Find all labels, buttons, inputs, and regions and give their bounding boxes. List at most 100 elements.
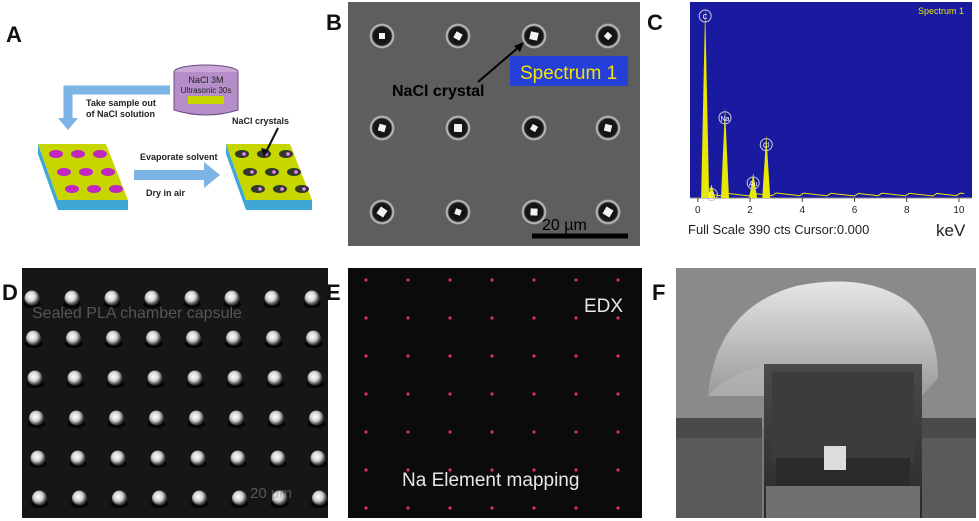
na-signal-dot — [490, 278, 494, 282]
na-signal-dot — [574, 278, 578, 282]
spectrum-label: Spectrum 1 — [520, 63, 617, 84]
microcapsule — [184, 290, 200, 306]
microcapsule — [30, 450, 46, 466]
step-dry: Dry in air — [146, 188, 186, 198]
panel-b-letter: B — [326, 10, 342, 35]
microcapsule — [72, 490, 87, 506]
na-signal-dot — [448, 278, 452, 282]
microcapsule — [270, 450, 286, 466]
na-signal-dot — [532, 392, 536, 396]
panel-d-sem-image: Sealed PLA chamber capsule 20 µm — [22, 268, 328, 518]
microcapsule — [187, 370, 203, 386]
na-signal-dot — [532, 354, 536, 358]
na-signal-dot — [490, 316, 494, 320]
nacl-crystal — [529, 123, 539, 133]
nacl-crystal — [530, 208, 538, 216]
spectrum-x-tick-label: 0 — [695, 205, 701, 216]
microcapsule — [147, 370, 163, 386]
microcapsule — [232, 490, 247, 506]
nacl-crystal — [529, 31, 539, 41]
na-signal-dot — [364, 468, 368, 472]
microcapsule — [26, 330, 41, 346]
na-signal-dot — [574, 316, 578, 320]
spectrum-peak-marker — [718, 111, 732, 125]
spectrum-peak-cl — [762, 134, 771, 198]
flow-arrowhead-2 — [204, 162, 220, 188]
na-signal-dot — [448, 354, 452, 358]
nacl-crystal — [453, 123, 463, 133]
flow-arrow-1 — [63, 85, 170, 120]
nacl-crystal — [602, 206, 614, 218]
spectrum-peak-label: C — [703, 14, 708, 21]
na-signal-dot — [532, 316, 536, 320]
microcapsule — [310, 450, 326, 466]
spectrum-peak-marker — [746, 176, 760, 190]
na-signal-dot — [448, 430, 452, 434]
spectrum-peak-label: Na — [721, 116, 730, 123]
nacl-crystal — [603, 123, 613, 133]
panel-d-scale-text: 20 µm — [250, 485, 292, 502]
microcapsule — [29, 410, 44, 426]
scale-bar-b-label: 20 µm — [542, 217, 587, 234]
na-signal-dot — [532, 506, 536, 510]
panel-e-letter: E — [326, 280, 341, 305]
beaker-icon — [173, 64, 239, 116]
na-signal-dot — [406, 354, 410, 358]
microcapsule — [152, 490, 167, 506]
na-signal-dot — [532, 430, 536, 434]
microcapsule — [264, 290, 280, 306]
microcapsule — [224, 290, 240, 306]
microcapsule — [230, 450, 246, 466]
microcapsule — [190, 450, 206, 466]
microcapsule — [106, 330, 121, 346]
microcapsule — [64, 290, 80, 306]
crystals-pointer-head — [261, 148, 269, 157]
spectrum-peak-label: Au — [749, 181, 758, 188]
na-signal-dot — [616, 468, 620, 472]
spectrum-peak-marker — [759, 138, 773, 152]
flow-arrow-2 — [134, 170, 206, 180]
microcapsule — [312, 490, 327, 506]
na-signal-dot — [490, 354, 494, 358]
na-signal-dot — [364, 278, 368, 282]
nacl-crystal-pointer — [477, 45, 521, 83]
microcapsule — [67, 370, 83, 386]
spectrum-peak-label: O — [709, 193, 715, 200]
microcapsule — [229, 410, 244, 426]
na-signal-dot — [574, 468, 578, 472]
na-signal-dot — [616, 506, 620, 510]
na-signal-dot — [532, 468, 536, 472]
na-signal-dot — [364, 506, 368, 510]
na-mapping-label: Na Element mapping — [402, 470, 579, 491]
na-signal-dot — [406, 468, 410, 472]
na-signal-dot — [490, 468, 494, 472]
spectrum-peak-label: Cl — [763, 143, 770, 150]
nacl-crystal — [453, 31, 463, 41]
crystals-pointer — [265, 127, 279, 153]
na-signal-dot — [532, 278, 536, 282]
nacl-crystal — [377, 123, 387, 133]
microcapsule — [107, 370, 123, 386]
microcapsule — [226, 330, 241, 346]
microcapsule — [269, 410, 284, 426]
na-signal-dot — [364, 316, 368, 320]
spectrum-peak-na — [720, 107, 729, 198]
spectrum-x-tick-label: 6 — [852, 205, 858, 216]
na-signal-dot — [364, 430, 368, 434]
panel-b-sem-image: Spectrum 1 NaCl crystal 20 µm — [348, 2, 640, 246]
crystals-label: NaCl crystals — [232, 116, 289, 126]
microcapsule — [272, 490, 287, 506]
panel-d-letter: D — [2, 280, 18, 305]
na-signal-dot — [616, 392, 620, 396]
microcapsule — [69, 410, 84, 426]
na-signal-dot — [490, 506, 494, 510]
na-signal-dot — [448, 506, 452, 510]
na-signal-dot — [406, 316, 410, 320]
panel-d-overlay-text: Sealed PLA chamber capsule — [32, 305, 242, 322]
na-signal-dot — [448, 392, 452, 396]
spectrum-baseline — [713, 192, 965, 198]
panel-c-letter: C — [647, 10, 663, 35]
microcapsule — [24, 290, 40, 306]
beaker-label-1: NaCl 3M — [188, 75, 223, 85]
